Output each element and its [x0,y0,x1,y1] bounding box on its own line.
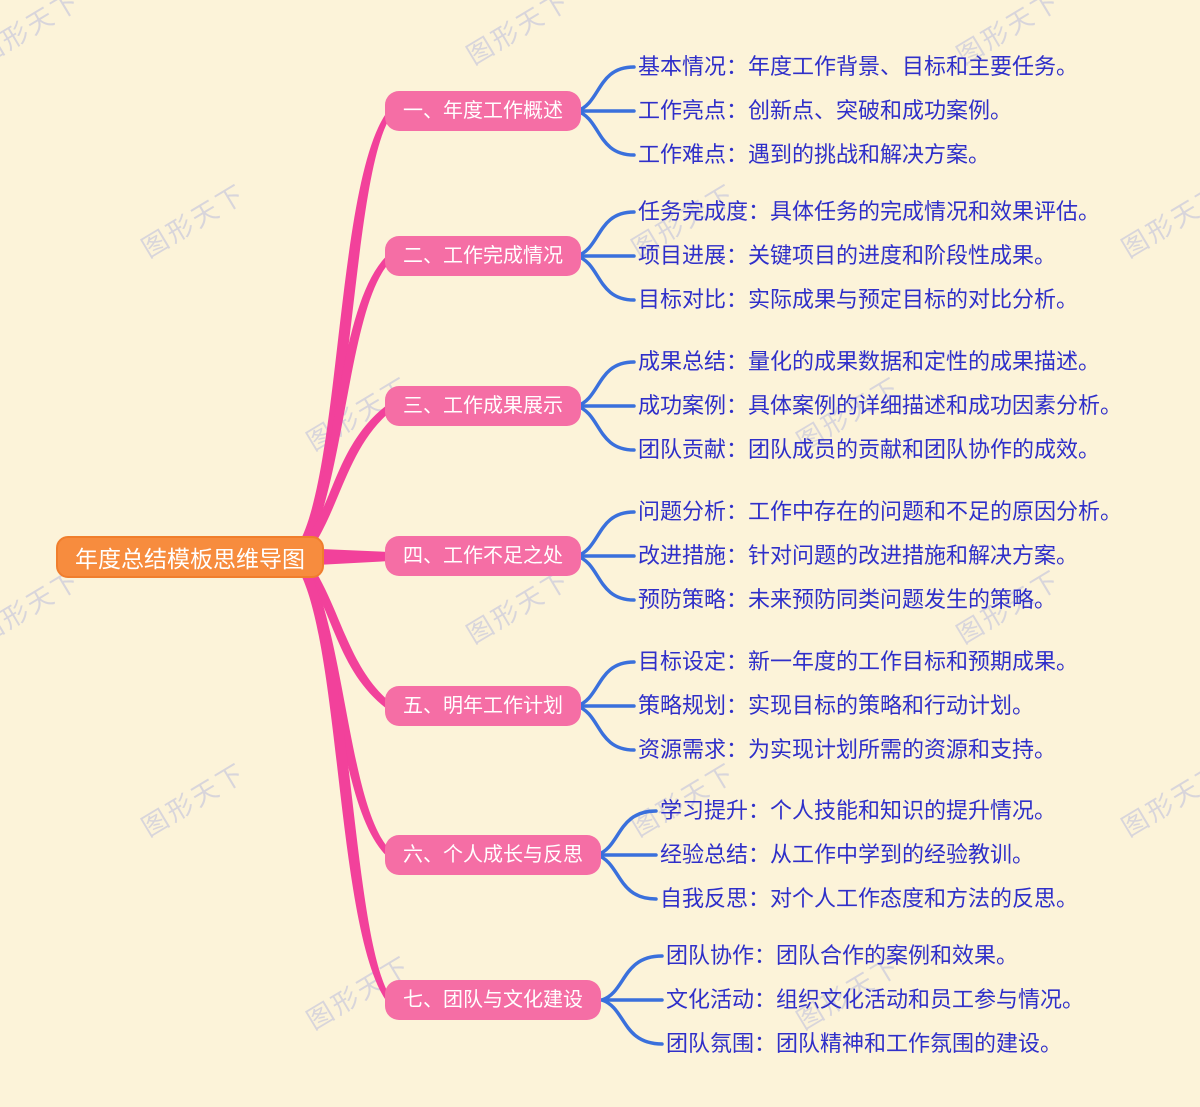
leaf-link-5-3 [575,704,636,752]
leaf-topic-3-3[interactable]: 团队贡献：团队成员的贡献和团队协作的成效。 [638,437,1101,462]
leaf-topic-6-1[interactable]: 学习提升：个人技能和知识的提升情况。 [660,798,1057,823]
leaf-topic-2-1[interactable]: 任务完成度：具体任务的完成情况和效果评估。 [638,199,1101,224]
leaf-topic-4-2[interactable]: 改进措施：针对问题的改进措施和解决方案。 [638,543,1079,568]
branch-link-1 [298,107,391,569]
leaf-link-3-1 [575,360,636,408]
leaf-topic-7-2[interactable]: 文化活动：组织文化活动和员工参与情况。 [666,987,1085,1012]
leaf-topic-6-2[interactable]: 经验总结：从工作中学到的经验教训。 [660,842,1035,867]
branch-link-7 [298,545,391,1007]
leaf-link-5-1 [575,660,636,708]
leaf-topic-4-1[interactable]: 问题分析：工作中存在的问题和不足的原因分析。 [638,499,1123,524]
leaf-link-6-3 [595,853,658,901]
leaf-topic-1-3[interactable]: 工作难点：遇到的挑战和解决方案。 [638,142,991,167]
leaf-topic-4-3[interactable]: 预防策略：未来预防同类问题发生的策略。 [638,587,1057,612]
branch-link-5 [298,547,391,712]
leaf-topic-5-2[interactable]: 策略规划：实现目标的策略和行动计划。 [638,693,1035,718]
branch-node-4[interactable]: 四、工作不足之处 [385,536,581,576]
leaf-link-2-3 [575,254,636,302]
leaf-topic-5-1[interactable]: 目标设定：新一年度的工作目标和预期成果。 [638,649,1079,674]
leaf-topic-5-3[interactable]: 资源需求：为实现计划所需的资源和支持。 [638,737,1057,762]
branch-node-5[interactable]: 五、明年工作计划 [385,686,581,726]
branch-node-7[interactable]: 七、团队与文化建设 [385,980,601,1020]
leaf-link-6-1 [595,809,658,857]
leaf-topic-1-1[interactable]: 基本情况：年度工作背景、目标和主要任务。 [638,54,1079,79]
leaf-topic-2-3[interactable]: 目标对比：实际成果与预定目标的对比分析。 [638,287,1079,312]
branch-node-1[interactable]: 一、年度工作概述 [385,91,581,131]
leaf-topic-6-3[interactable]: 自我反思：对个人工作态度和方法的反思。 [660,886,1079,911]
branch-node-6[interactable]: 六、个人成长与反思 [385,835,601,875]
branch-node-2[interactable]: 二、工作完成情况 [385,236,581,276]
leaf-topic-1-2[interactable]: 工作亮点：创新点、突破和成功案例。 [638,98,1013,123]
leaf-link-7-3 [600,998,664,1046]
leaf-topic-3-1[interactable]: 成果总结：量化的成果数据和定性的成果描述。 [638,349,1101,374]
leaf-topic-7-1[interactable]: 团队协作：团队合作的案例和效果。 [666,943,1019,968]
leaf-topic-3-2[interactable]: 成功案例：具体案例的详细描述和成功因素分析。 [638,393,1123,418]
leaf-link-3-3 [575,404,636,452]
leaf-topic-2-2[interactable]: 项目进展：关键项目的进度和阶段性成果。 [638,243,1057,268]
leaf-link-1-3 [575,109,636,157]
leaf-link-2-1 [575,210,636,258]
leaf-link-4-1 [575,510,636,558]
branch-link-3 [298,402,391,567]
leaf-link-1-1 [575,65,636,113]
branch-link-2 [298,252,391,568]
leaf-topic-7-3[interactable]: 团队氛围：团队精神和工作氛围的建设。 [666,1031,1063,1056]
center-topic[interactable]: 年度总结模板思维导图 [56,536,324,578]
leaf-link-7-1 [600,954,664,1002]
leaf-link-4-3 [575,554,636,602]
branch-node-3[interactable]: 三、工作成果展示 [385,386,581,426]
